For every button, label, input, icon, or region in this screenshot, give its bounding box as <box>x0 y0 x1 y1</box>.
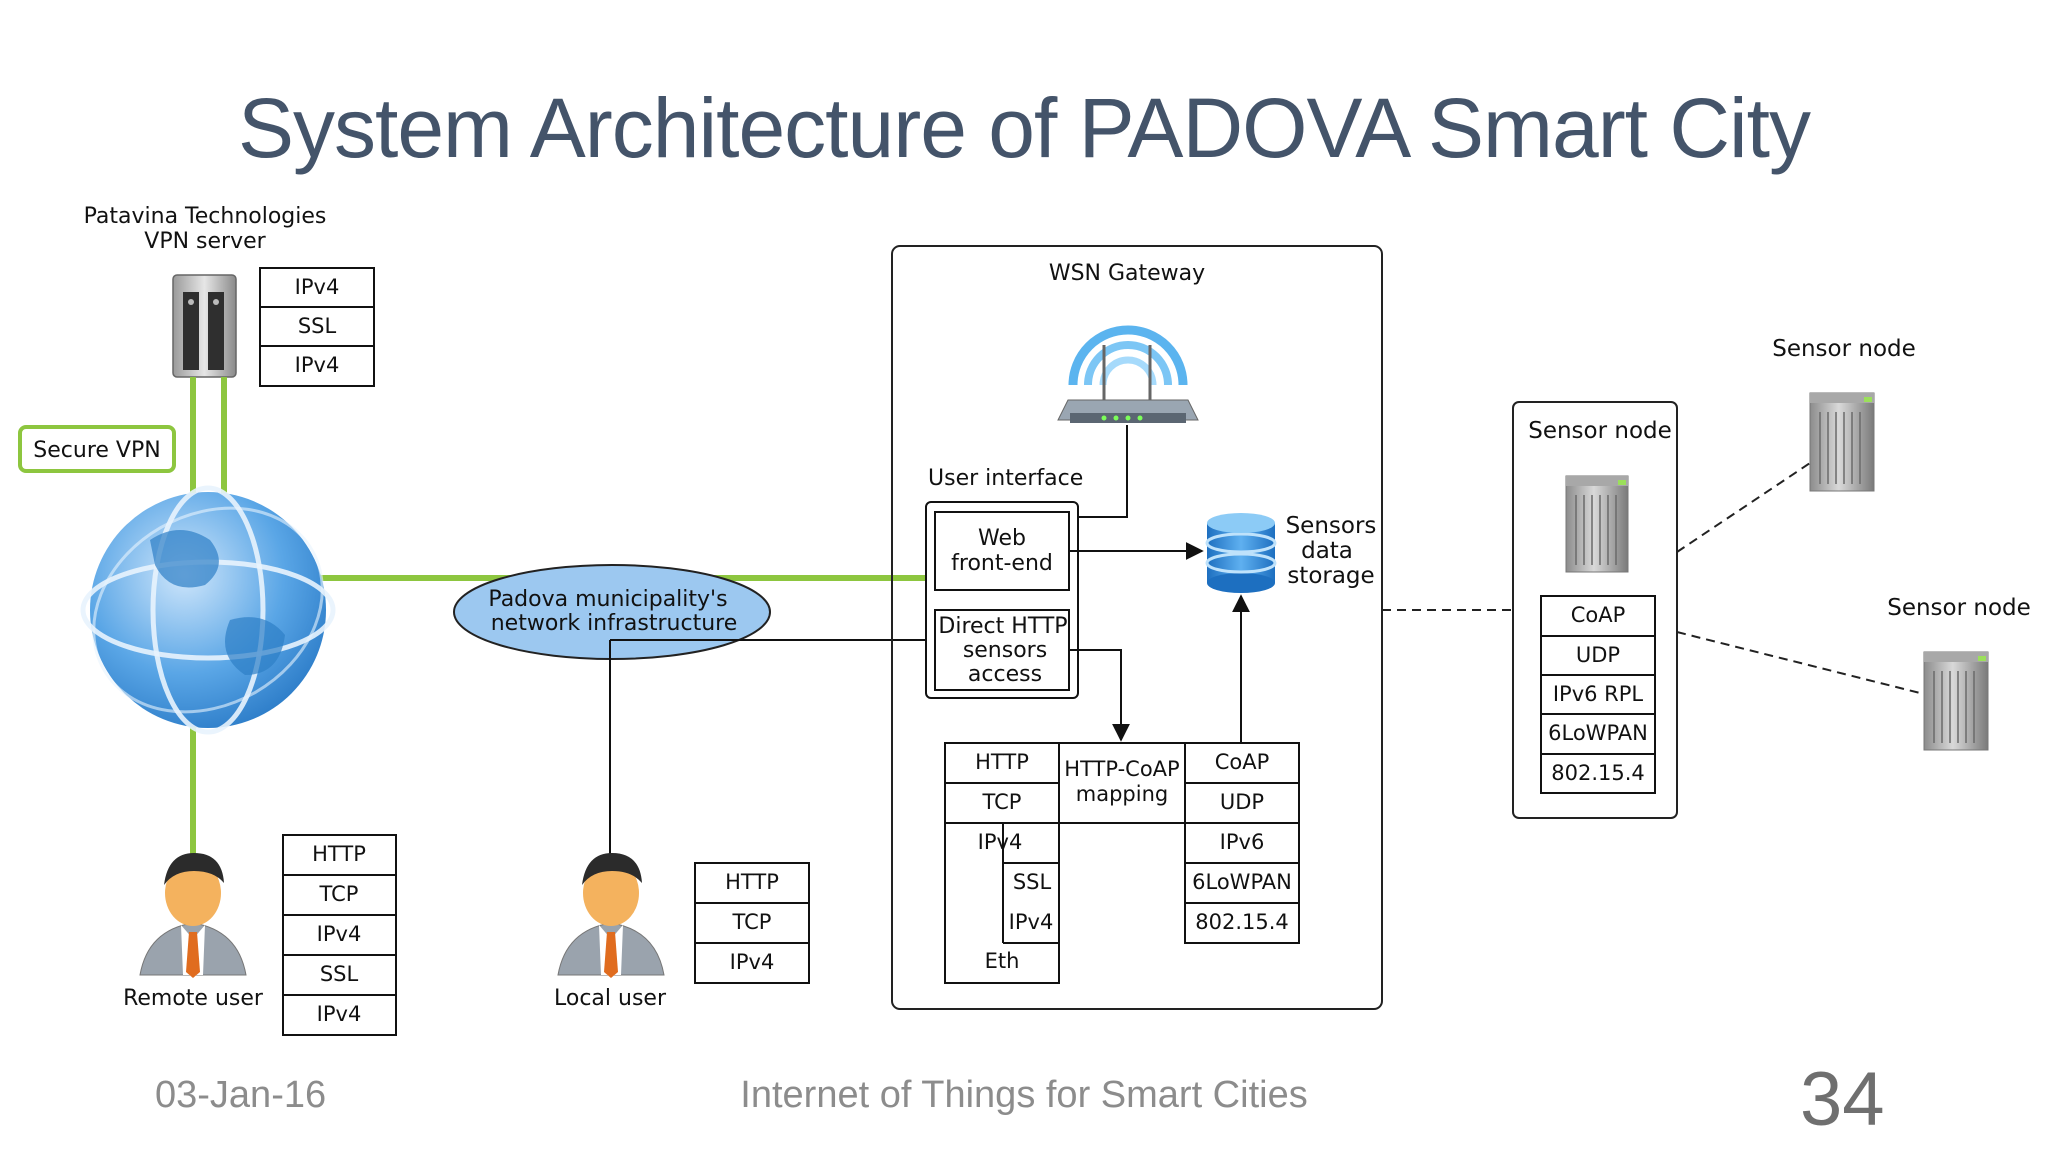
remote-user-label: Remote user <box>123 986 264 1011</box>
stack-cell: HTTP <box>725 870 779 894</box>
sensor-node-icon <box>1565 475 1629 573</box>
local-user-protocol-stack: HTTP TCP IPv4 <box>694 862 810 984</box>
local-user-label: Local user <box>554 986 667 1011</box>
stack-cell: IPv4 <box>978 830 1023 854</box>
direct-http-line3: access <box>968 662 1042 687</box>
stack-cell: SSL <box>1013 870 1052 894</box>
web-frontend-line1: Web <box>978 526 1026 551</box>
direct-http-box: Direct HTTP sensors access <box>934 609 1070 691</box>
storage-label-line2: data <box>1301 538 1353 564</box>
database-icon <box>1205 513 1277 593</box>
secure-vpn-badge: Secure VPN <box>18 425 176 473</box>
sensor-node-label: Sensor node <box>1887 595 2031 621</box>
stack-cell: IPv4 <box>317 1002 362 1026</box>
user-icon <box>557 853 665 978</box>
gateway-protocol-stack: HTTP TCP IPv4 SSL IPv4 Eth HTTP-CoAP map… <box>944 742 1300 984</box>
network-label-line2: network infrastructure <box>491 611 738 636</box>
direct-http-line2: sensors <box>963 638 1047 663</box>
sensor-node-label: Sensor node <box>1772 336 1916 362</box>
sensor-node-box: Sensor node CoAP UDP IPv6 RPL 6LoWPAN 80… <box>1512 401 1678 819</box>
mapping-line1: HTTP-CoAP <box>1064 757 1179 781</box>
web-frontend-box: Web front-end <box>934 511 1070 591</box>
stack-cell: SSL <box>298 314 337 338</box>
gateway-title: WSN Gateway <box>1049 261 1205 286</box>
storage-label-line3: storage <box>1287 563 1374 589</box>
stack-cell: CoAP <box>1215 750 1270 774</box>
slide-title: System Architecture of PADOVA Smart City <box>237 81 1811 175</box>
sensor-node-icon <box>1809 392 1875 492</box>
stack-cell: Eth <box>985 949 1020 973</box>
stack-cell: UDP <box>1576 643 1620 667</box>
municipality-network: Padova municipality's network infrastruc… <box>453 564 771 660</box>
remote-user-protocol-stack: HTTP TCP IPv4 SSL IPv4 <box>282 834 397 1036</box>
vpn-server-protocol-stack: IPv4 SSL IPv4 <box>259 267 375 387</box>
sensor-node-icon <box>1923 651 1989 751</box>
stack-cell: UDP <box>1220 790 1264 814</box>
web-frontend-line2: front-end <box>951 551 1053 576</box>
user-icon <box>139 853 247 978</box>
wsn-gateway: WSN Gateway User interface Web <box>891 245 1383 1010</box>
stack-cell: IPv4 <box>295 353 340 377</box>
stack-cell: IPv4 <box>730 950 775 974</box>
server-icon <box>172 274 237 378</box>
stack-cell: IPv4 <box>295 275 340 299</box>
footer-title: Internet of Things for Smart Cities <box>740 1074 1308 1116</box>
vpn-server-label-line1: Patavina Technologies <box>84 204 327 229</box>
stack-cell: TCP <box>982 790 1022 814</box>
stack-cell: 6LoWPAN <box>1548 721 1648 745</box>
stack-cell: 802.15.4 <box>1551 761 1645 785</box>
globe-icon <box>80 485 336 735</box>
slide-number: 34 <box>1800 1057 1885 1142</box>
stack-cell: HTTP <box>975 750 1029 774</box>
stack-cell: HTTP <box>312 842 366 866</box>
stack-cell: SSL <box>320 962 359 986</box>
stack-cell: IPv4 <box>317 922 362 946</box>
stack-cell: TCP <box>732 910 772 934</box>
stack-cell: IPv6 RPL <box>1553 682 1644 706</box>
direct-http-to-mapping-arrow <box>1069 649 1130 742</box>
secure-vpn-label: Secure VPN <box>33 438 160 463</box>
sensor-link-2 <box>1676 631 1925 695</box>
user-interface-label: User interface <box>928 466 1083 491</box>
stack-cell: TCP <box>319 882 359 906</box>
footer-date: 03-Jan-16 <box>155 1074 327 1116</box>
stack-cell: 6LoWPAN <box>1192 870 1292 894</box>
storage-label-line1: Sensors <box>1286 513 1377 539</box>
sensor-link-1 <box>1676 462 1811 553</box>
stack-cell: 802.15.4 <box>1195 910 1289 934</box>
network-label-line1: Padova municipality's <box>488 587 727 612</box>
stack-cell: CoAP <box>1571 603 1626 627</box>
wifi-router-icon <box>1057 325 1199 423</box>
stack-cell: IPv6 <box>1220 830 1265 854</box>
sensor-box-title: Sensor node <box>1528 418 1672 444</box>
direct-http-line1: Direct HTTP <box>938 614 1067 639</box>
vpn-server-label-line2: VPN server <box>144 229 266 254</box>
mapping-line2: mapping <box>1076 782 1168 806</box>
stack-cell: IPv4 <box>1009 910 1054 934</box>
